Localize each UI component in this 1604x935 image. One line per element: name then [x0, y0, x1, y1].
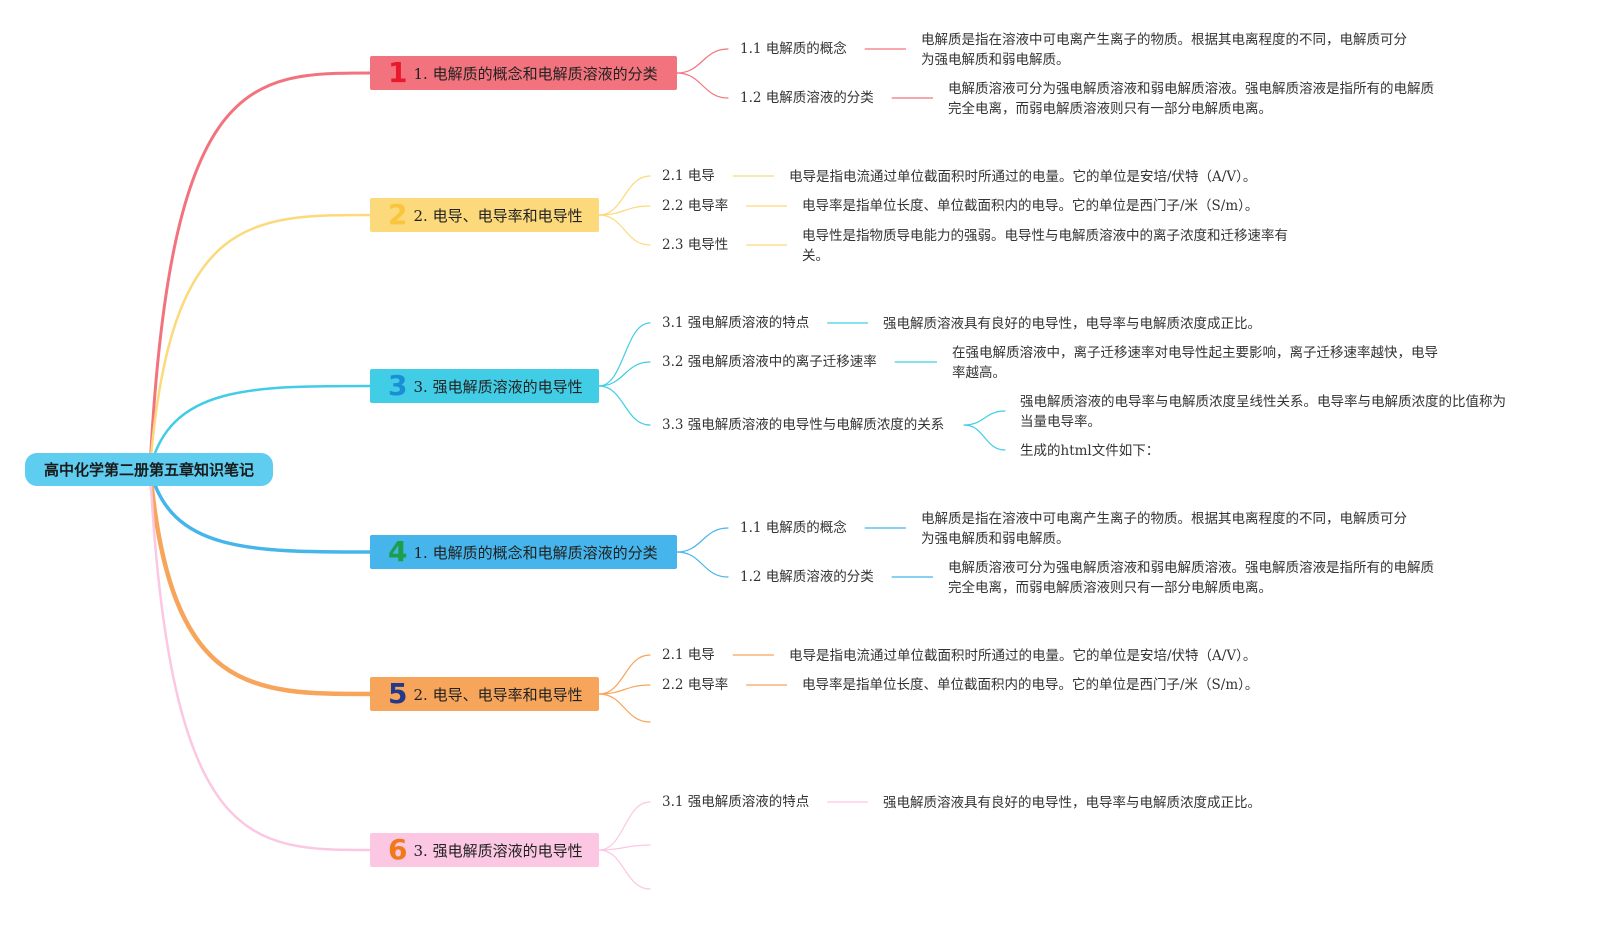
branch-topic-label: 2. 电导、电导率和电导性: [413, 206, 583, 225]
subtopic[interactable]: 2.2 电导率: [662, 677, 729, 693]
leaf-note[interactable]: 电导率是指单位长度、单位截面积内的电导。它的单位是西门子/米（S/m）。: [802, 677, 1259, 693]
subtopic[interactable]: 1.1 电解质的概念: [740, 520, 847, 536]
connector-line: [598, 205, 651, 216]
subtopic[interactable]: 1.2 电解质溶液的分类: [740, 90, 874, 106]
connector-line: [598, 654, 651, 695]
connector-line: [148, 467, 372, 554]
branch-topic-label: 1. 电解质的概念和电解质溶液的分类: [413, 543, 658, 562]
number-badge-icon: 2: [388, 198, 408, 231]
root-topic-label: 高中化学第二册第五章知识笔记: [43, 461, 254, 479]
connector-line: [598, 361, 651, 387]
connector-line: [598, 214, 651, 246]
leaf-note[interactable]: 强电解质溶液具有良好的电导性，电导率与电解质浓度成正比。: [883, 316, 1261, 332]
connector-line: [598, 385, 651, 426]
subtopic[interactable]: 3.1 强电解质溶液的特点: [662, 794, 810, 810]
connector-line: [598, 322, 651, 387]
connector-line: [598, 175, 651, 216]
connector-line: [963, 424, 1006, 451]
leaf-note[interactable]: 电解质溶液可分为强电解质溶液和弱电解质溶液。强电解质溶液是指所有的电解质完全电离…: [948, 560, 1434, 596]
subtopic[interactable]: 2.1 电导: [662, 168, 715, 184]
connector-line: [598, 844, 651, 851]
leaf-note[interactable]: 电导性是指物质导电能力的强弱。电导性与电解质溶液中的离子浓度和迁移速率有关。: [802, 228, 1288, 264]
connector-line: [676, 527, 729, 553]
branch-topic-5[interactable]: 5 2. 电导、电导率和电导性: [370, 677, 599, 711]
subtopic[interactable]: 3.1 强电解质溶液的特点: [662, 315, 810, 331]
branch-topic-label: 2. 电导、电导率和电导性: [413, 685, 583, 704]
leaf-note[interactable]: 在强电解质溶液中，离子迁移速率对电导性起主要影响，离子迁移速率越快，电导率越高。: [952, 345, 1438, 381]
leaf-note[interactable]: 电导是指电流通过单位截面积时所通过的电量。它的单位是安培/伏特（A/V）。: [789, 648, 1257, 664]
connector-line: [598, 801, 651, 851]
connector-line: [598, 684, 651, 695]
leaf-note[interactable]: 强电解质溶液具有良好的电导性，电导率与电解质浓度成正比。: [883, 795, 1261, 811]
branch-topic-6[interactable]: 6 3. 强电解质溶液的电导性: [370, 833, 599, 867]
connector-line: [148, 71, 372, 471]
subtopic[interactable]: 2.1 电导: [662, 647, 715, 663]
number-badge-icon: 1: [388, 56, 408, 89]
leaf-note[interactable]: 电解质是指在溶液中可电离产生离子的物质。根据其电离程度的不同，电解质可分为强电解…: [921, 511, 1407, 547]
branch-topic-label: 1. 电解质的概念和电解质溶液的分类: [413, 64, 658, 83]
branch-topic-2[interactable]: 2 2. 电导、电导率和电导性: [370, 198, 599, 232]
branch-topic-label: 3. 强电解质溶液的电导性: [413, 377, 583, 396]
leaf-note[interactable]: 电解质溶液可分为强电解质溶液和弱电解质溶液。强电解质溶液是指所有的电解质完全电离…: [948, 81, 1434, 117]
subtopic[interactable]: 3.2 强电解质溶液中的离子迁移速率: [662, 354, 877, 370]
connector-line: [148, 213, 372, 471]
number-badge-icon: 6: [388, 833, 408, 866]
connector-line: [148, 467, 372, 852]
connector-line: [676, 48, 729, 74]
branch-topic-4[interactable]: 4 1. 电解质的概念和电解质溶液的分类: [370, 535, 677, 569]
subtopic[interactable]: 1.2 电解质溶液的分类: [740, 569, 874, 585]
root-topic[interactable]: 高中化学第二册第五章知识笔记: [25, 453, 273, 486]
connector-line: [676, 72, 729, 99]
number-badge-icon: 3: [388, 369, 408, 402]
leaf-note[interactable]: 电导是指电流通过单位截面积时所通过的电量。它的单位是安培/伏特（A/V）。: [789, 169, 1257, 185]
number-badge-icon: 5: [388, 677, 408, 710]
connector-line: [598, 849, 651, 890]
branch-topic-1[interactable]: 1 1. 电解质的概念和电解质溶液的分类: [370, 56, 677, 90]
connector-line: [963, 410, 1006, 426]
leaf-note[interactable]: 生成的html文件如下：: [1020, 443, 1160, 459]
subtopic[interactable]: 1.1 电解质的概念: [740, 41, 847, 57]
connector-line: [598, 693, 651, 723]
leaf-note[interactable]: 电解质是指在溶液中可电离产生离子的物质。根据其电离程度的不同，电解质可分为强电解…: [921, 32, 1407, 68]
branch-topic-3[interactable]: 3 3. 强电解质溶液的电导性: [370, 369, 599, 403]
subtopic[interactable]: 3.3 强电解质溶液的电导性与电解质浓度的关系: [662, 417, 945, 433]
connector-line: [676, 551, 729, 578]
subtopic[interactable]: 2.3 电导性: [662, 237, 729, 253]
connector-line: [148, 384, 372, 471]
number-badge-icon: 4: [388, 535, 408, 568]
connector-line: [147, 466, 373, 697]
leaf-note[interactable]: 电导率是指单位长度、单位截面积内的电导。它的单位是西门子/米（S/m）。: [802, 198, 1259, 214]
subtopic[interactable]: 2.2 电导率: [662, 198, 729, 214]
leaf-note[interactable]: 强电解质溶液的电导率与电解质浓度呈线性关系。电导率与电解质浓度的比值称为当量电导…: [1020, 394, 1506, 430]
branch-topic-label: 3. 强电解质溶液的电导性: [413, 841, 583, 860]
